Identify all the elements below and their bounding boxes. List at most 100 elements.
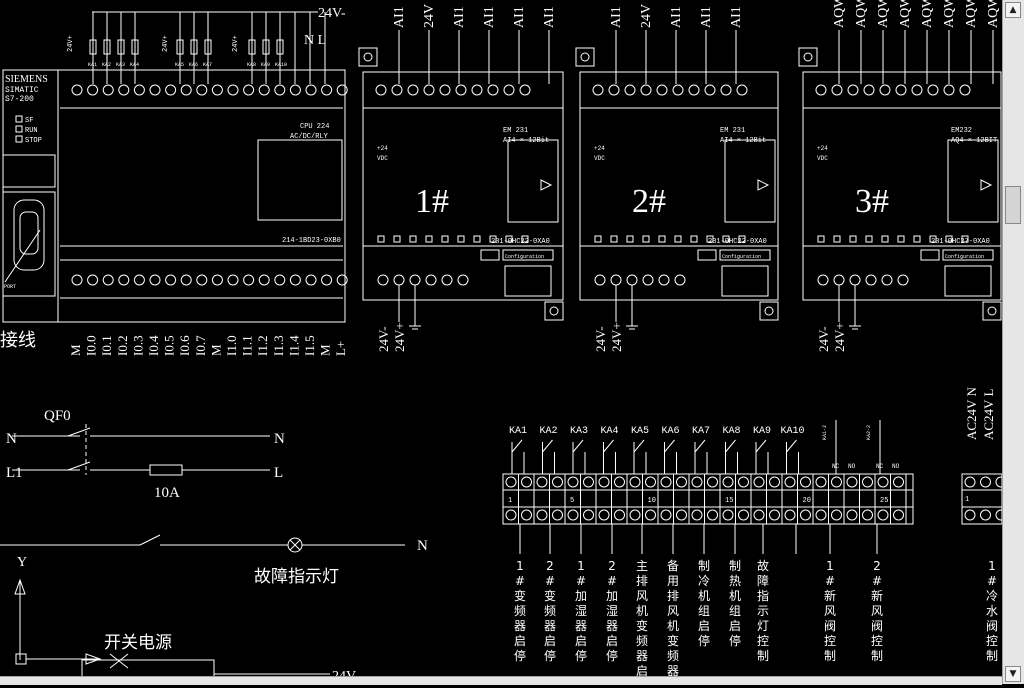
function-char: 启 xyxy=(729,619,741,633)
terminal-bottom-screw xyxy=(769,509,780,521)
power-n-left: N xyxy=(6,431,17,447)
scroll-up-arrow-icon[interactable]: ▲ xyxy=(1005,2,1021,18)
vertical-scrollbar[interactable]: ▲ ▼ xyxy=(1002,0,1024,684)
module-top-label: AQW2 xyxy=(876,0,891,28)
function-char: 制 xyxy=(757,649,769,663)
module-model: EM 231 xyxy=(720,127,745,135)
plc-top-screw xyxy=(243,84,255,96)
lamp-label: 故障指示灯 xyxy=(254,567,339,587)
module-body xyxy=(579,71,779,301)
terminal-bottom-screw xyxy=(862,509,873,521)
module-top-label: 24V xyxy=(639,4,654,28)
function-char: # xyxy=(607,574,617,588)
module-top-screw xyxy=(407,84,419,96)
module-vdc-label: +24 xyxy=(594,145,605,152)
plc-bottom-screw xyxy=(118,274,130,286)
ucs-y-label: Y xyxy=(17,555,27,570)
function-char: 器 xyxy=(606,619,618,633)
port-wire xyxy=(4,229,41,283)
terminal-bottom-screw xyxy=(877,509,889,521)
function-char: 变 xyxy=(667,633,679,648)
module-order-number: 231-0HC22-0XA0 xyxy=(491,238,550,246)
plc-bottom-screw xyxy=(149,274,161,286)
function-char: 停 xyxy=(575,648,587,663)
module-mount-hole xyxy=(803,52,813,62)
terminal-top-screw xyxy=(877,476,889,488)
module-bottom-screw xyxy=(658,274,670,286)
plc-relay-label: KA7 xyxy=(203,62,212,68)
module-bottom-label: 24V+ xyxy=(832,322,847,352)
terminal-relay-label: KA6 xyxy=(661,426,679,437)
plc-bottom-screw xyxy=(133,274,145,286)
plc-input-label: I1.1 xyxy=(240,335,255,356)
terminal-top-screw xyxy=(722,476,734,488)
terminal-bottom-screw xyxy=(691,509,703,521)
function-char: # xyxy=(545,574,555,588)
module-top-screw xyxy=(831,84,843,96)
module-led xyxy=(505,235,513,243)
module-led xyxy=(658,235,666,243)
port-label: PORT xyxy=(4,284,16,290)
module-top-screw xyxy=(672,84,684,96)
module-top-label: AI1 xyxy=(482,6,497,28)
function-char: 灯 xyxy=(757,619,769,633)
right-function-char: 阀 xyxy=(986,619,998,633)
module-config-label: Configuration xyxy=(722,254,761,260)
function-char: 制 xyxy=(729,559,741,573)
module-bottom-screw xyxy=(409,274,421,286)
right-function-char: 控 xyxy=(986,634,998,648)
terminal-relay-label: KA2 xyxy=(539,426,557,437)
function-char: 2 xyxy=(546,559,554,573)
plc-top-screw xyxy=(133,84,145,96)
module-led xyxy=(690,235,698,243)
function-char: 指 xyxy=(757,588,769,603)
relay-contact-icon xyxy=(786,439,797,453)
plc-top-screw xyxy=(305,84,317,96)
terminal-relay-label: KA5 xyxy=(631,426,649,437)
fuse-label: 10A xyxy=(154,485,180,501)
scrollbar-thumb[interactable] xyxy=(1005,186,1021,224)
module-mount-hole xyxy=(363,52,373,62)
terminal-bottom-screw xyxy=(893,509,904,521)
module-bottom-screw xyxy=(610,274,622,286)
relay-contact-icon xyxy=(725,439,736,453)
terminal-top-screw xyxy=(784,476,796,488)
right-function-char: # xyxy=(987,574,997,588)
terminal-bottom-screw xyxy=(846,509,858,521)
terminal-relay-label: KA9 xyxy=(753,426,771,437)
plc-input-label: I1.5 xyxy=(302,335,317,356)
module-led xyxy=(594,235,602,243)
terminal-bottom-screw xyxy=(753,509,765,521)
module-config-socket xyxy=(721,265,769,297)
plc-bottom-screw xyxy=(71,274,83,286)
module-vdc-label: VDC xyxy=(817,155,828,162)
module-number: 3# xyxy=(855,183,889,220)
terminal-bottom-screw xyxy=(831,509,842,521)
module-arrow-icon xyxy=(980,179,993,191)
module-bottom-label: 24V+ xyxy=(609,322,624,352)
function-char: 停 xyxy=(514,648,526,663)
horizontal-scrollbar[interactable] xyxy=(0,676,1002,685)
terminal-top-screw xyxy=(676,476,687,488)
terminal-relay-label: KA7 xyxy=(692,426,710,437)
plc-top-screw xyxy=(258,84,270,96)
terminal-top-screw xyxy=(862,476,873,488)
terminal-top-screw xyxy=(521,476,532,488)
module-bottom-screw xyxy=(393,274,405,286)
relay-coil xyxy=(248,39,256,55)
function-char: 机 xyxy=(698,589,710,603)
plc-input-label: I0.3 xyxy=(130,335,145,356)
terminal-top-screw xyxy=(629,476,641,488)
module-top-screw xyxy=(519,84,531,96)
plc-relay-label: KA10 xyxy=(275,62,287,68)
function-char: 启 xyxy=(698,619,710,633)
module-body xyxy=(362,71,564,301)
function-char: 制 xyxy=(698,559,710,573)
relay-coil xyxy=(131,39,139,55)
module-bottom-screw xyxy=(457,274,469,286)
plc-24v-label: 24V+ xyxy=(232,35,240,52)
module-vdc-label: +24 xyxy=(377,145,388,152)
terminal-top-screw xyxy=(505,476,517,488)
scroll-down-arrow-icon[interactable]: ▼ xyxy=(1005,666,1021,682)
